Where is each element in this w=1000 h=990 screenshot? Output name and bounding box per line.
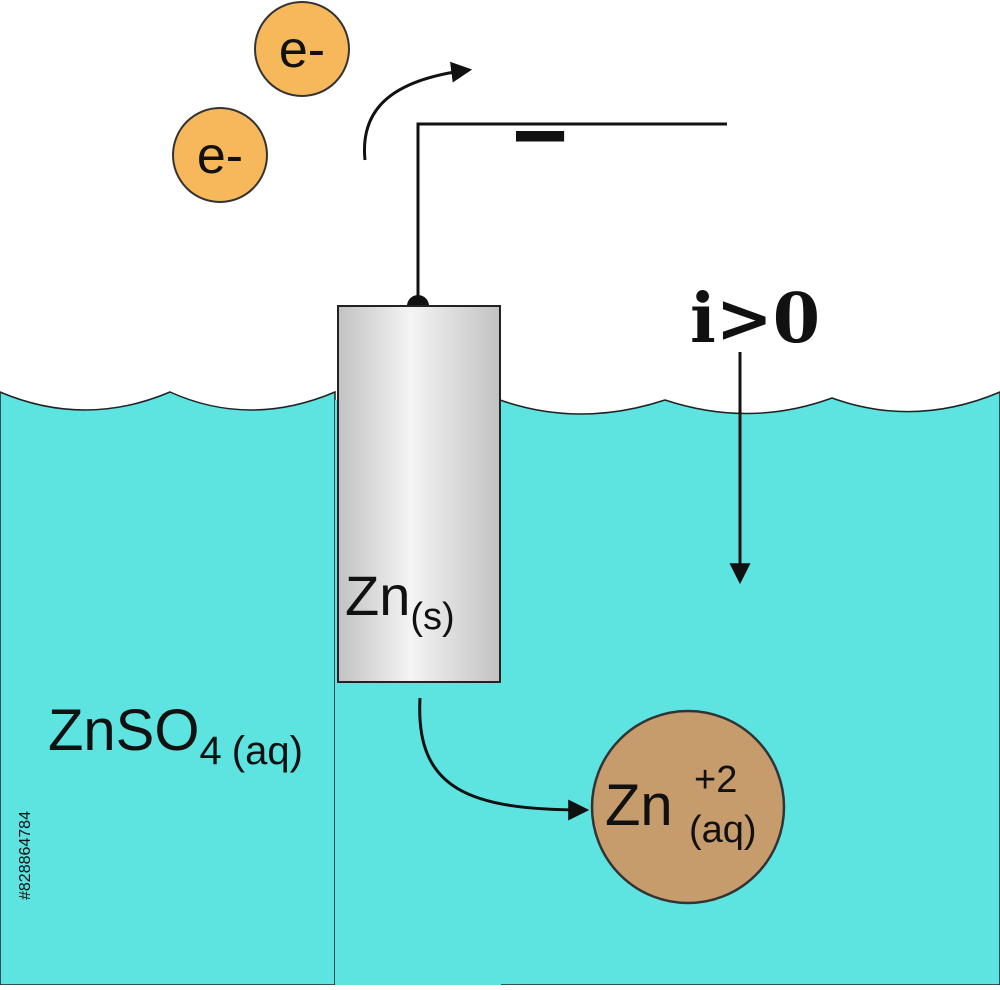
solution-label-subscript: 4 bbox=[200, 729, 222, 773]
zinc-ion: Zn +2 (aq) bbox=[590, 709, 786, 905]
solution-label: ZnSO4(aq) bbox=[48, 698, 303, 773]
electron-1-label: e- bbox=[279, 21, 325, 79]
electron-flow-arrow bbox=[362, 61, 473, 161]
electrode-label-base: Zn bbox=[345, 564, 410, 627]
negative-terminal-sign: − bbox=[512, 82, 568, 189]
electron-2-circle bbox=[172, 107, 268, 203]
solution-label-state: (aq) bbox=[232, 729, 303, 773]
electron-2: e- bbox=[172, 107, 268, 203]
electron-1-circle bbox=[254, 1, 350, 97]
external-wire bbox=[416, 122, 727, 306]
current-label: i>0 bbox=[690, 279, 820, 359]
zinc-ion-charge: +2 bbox=[694, 759, 737, 801]
electron-1: e- bbox=[254, 1, 350, 97]
solution-label-formula: ZnSO bbox=[48, 698, 200, 763]
electrode-label: Zn(s) bbox=[345, 564, 455, 638]
zinc-ion-circle bbox=[590, 709, 786, 905]
dissolution-arrow bbox=[418, 697, 590, 821]
electrode-label-state: (s) bbox=[410, 596, 454, 638]
zinc-ion-state: (aq) bbox=[689, 809, 757, 851]
zinc-ion-base: Zn bbox=[605, 773, 673, 838]
watermark-id: #828864784 bbox=[17, 811, 34, 900]
zinc-electrode bbox=[337, 305, 501, 683]
electron-2-label: e- bbox=[197, 127, 243, 185]
